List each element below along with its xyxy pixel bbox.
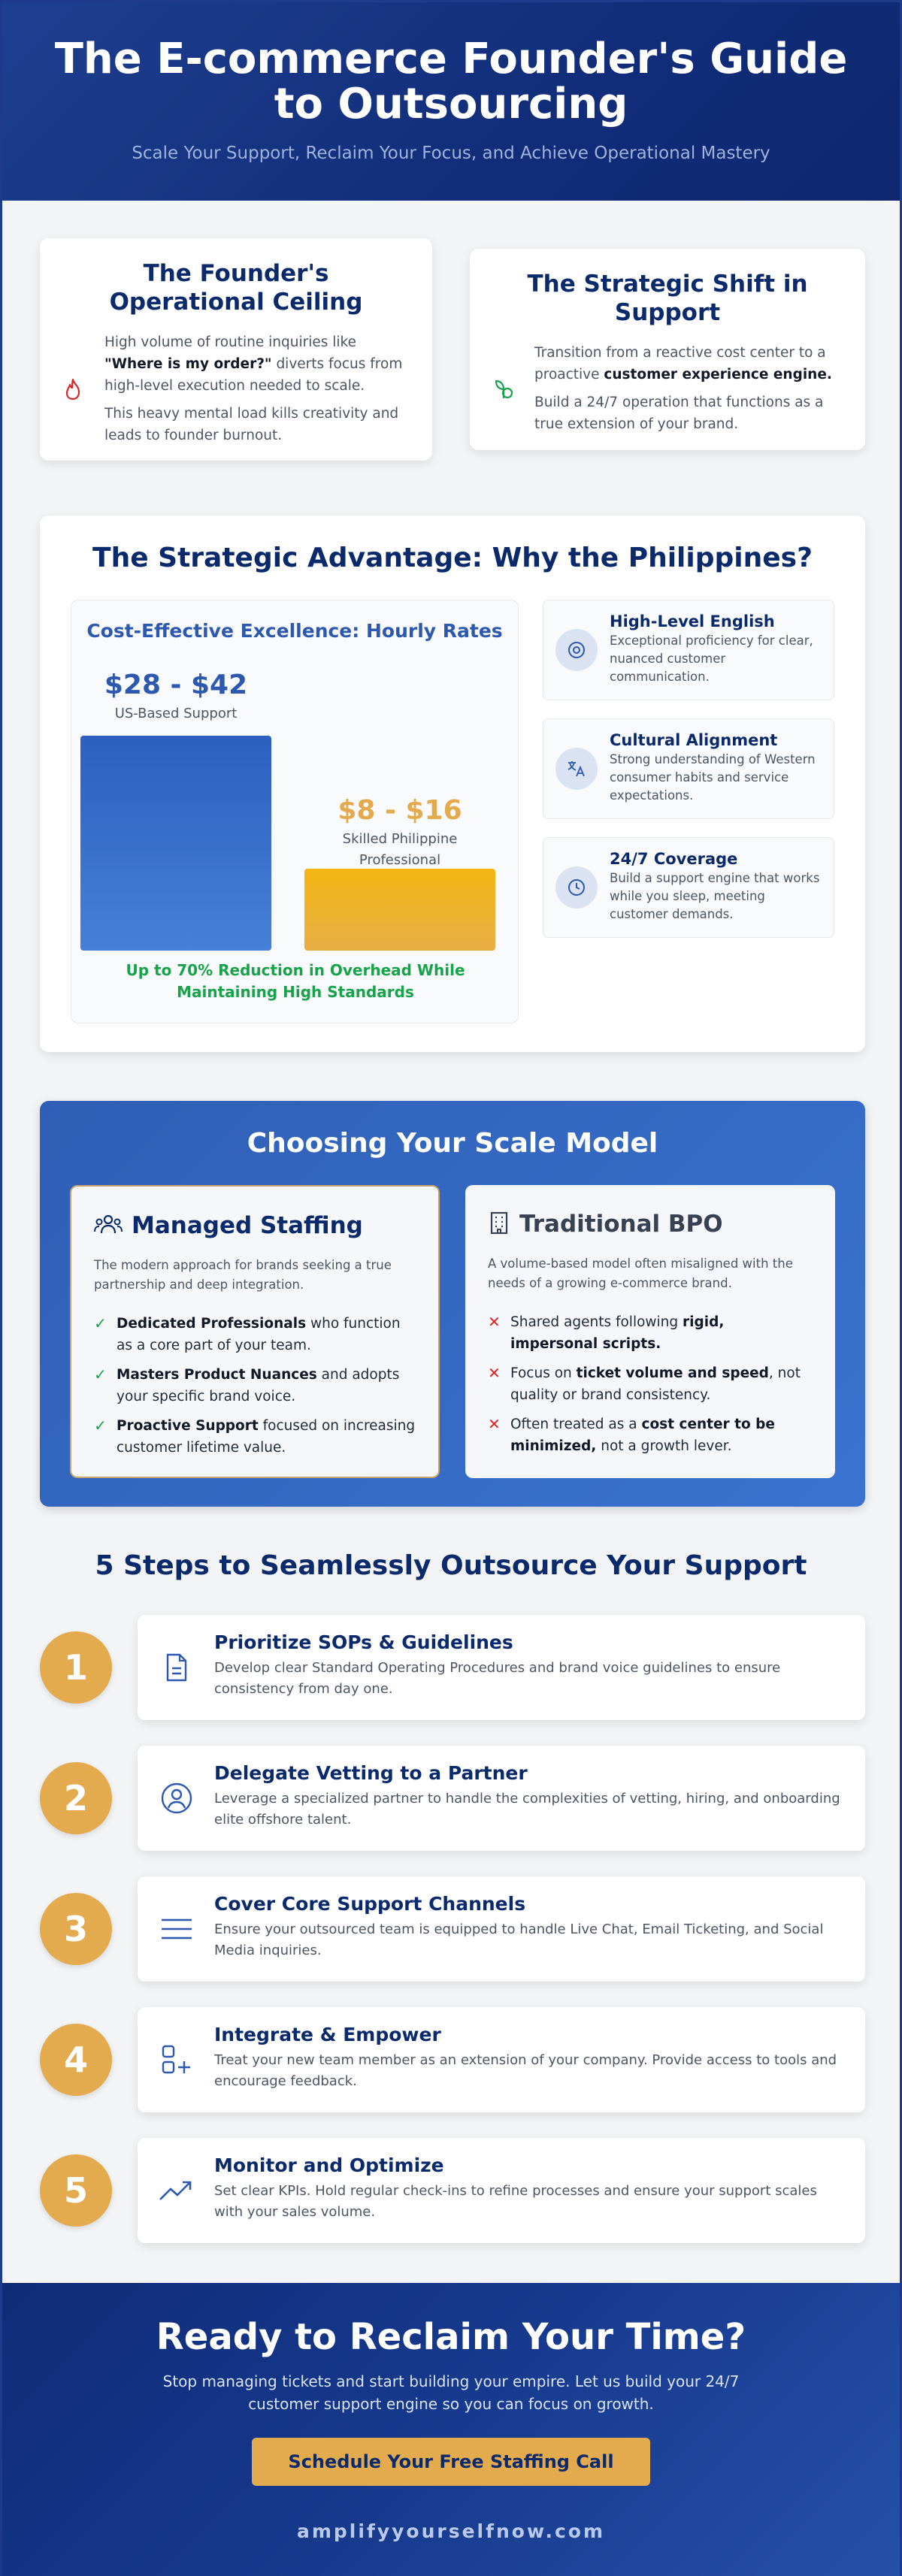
operational-ceiling-text-1: High volume of routine inquiries like "W… — [104, 334, 403, 394]
footer-text: Stop managing tickets and start building… — [162, 2372, 740, 2413]
managed-staffing-title: Managed Staffing — [132, 1212, 363, 1239]
list-item: ✕Often treated as a cost center to be mi… — [488, 1413, 813, 1457]
feature-title: High-Level English — [610, 612, 775, 630]
list-item: ✕Focus on ticket volume and speed, not q… — [488, 1362, 813, 1406]
step-title: Monitor and Optimize — [214, 2154, 444, 2176]
chart-summary: Up to 70% Reduction in Overhead While Ma… — [126, 961, 465, 1001]
hourly-rates-chart: Cost-Effective Excellence: Hourly Rates … — [71, 600, 519, 1023]
list-item: ✓Proactive Support focused on increasing… — [94, 1415, 416, 1459]
step-desc: Develop clear Standard Operating Procedu… — [214, 1660, 781, 1697]
list-item: ✓Masters Product Nuances and adopts your… — [94, 1364, 416, 1407]
add-user-icon — [154, 2037, 199, 2082]
building-icon — [488, 1211, 510, 1238]
page-subtitle: Scale Your Support, Reclaim Your Focus, … — [132, 144, 770, 163]
philippines-title: The Strategic Advantage: Why the Philipp… — [92, 543, 813, 573]
step-title: Integrate & Empower — [214, 2024, 441, 2045]
step-desc: Set clear KPIs. Hold regular check-ins t… — [214, 2183, 817, 2220]
hero-header: The E-commerce Founder's Guide to Outsou… — [2, 2, 900, 201]
managed-staffing-list: ✓Dedicated Professionals who function as… — [94, 1313, 416, 1459]
team-icon — [94, 1213, 123, 1238]
bar-value-label-1: $8 - $16 — [337, 795, 462, 826]
step-desc: Ensure your outsourced team is equipped … — [214, 1921, 824, 1958]
feature-title: 24/7 Coverage — [610, 850, 738, 868]
step-card-1: Prioritize SOPs & Guidelines Develop cle… — [138, 1615, 865, 1720]
strategic-shift-text-1: Transition from a reactive cost center t… — [534, 345, 832, 382]
step-card-3: Cover Core Support Channels Ensure your … — [138, 1876, 865, 1982]
x-icon: ✕ — [488, 1415, 501, 1433]
check-icon: ✓ — [94, 1416, 107, 1435]
operational-ceiling-title: The Founder's Operational Ceiling — [109, 260, 363, 316]
feature-cultural-alignment: Cultural Alignment Strong understanding … — [543, 718, 834, 819]
scale-model-title: Choosing Your Scale Model — [247, 1128, 658, 1159]
plant-icon — [492, 342, 534, 435]
traditional-bpo-card: Traditional BPO A volume-based model oft… — [465, 1185, 835, 1478]
bar-category-label-0: US-Based Support — [115, 706, 238, 721]
x-icon: ✕ — [488, 1364, 501, 1382]
clock-icon — [555, 866, 598, 909]
step-card-5: Monitor and Optimize Set clear KPIs. Hol… — [138, 2138, 865, 2243]
step-title: Cover Core Support Channels — [214, 1893, 526, 1915]
strategic-shift-title: The Strategic Shift in Support — [527, 271, 808, 326]
bar-category-label-1: Skilled Philippine — [343, 831, 458, 847]
philippines-advantage-section: The Strategic Advantage: Why the Philipp… — [40, 516, 865, 1052]
feature-desc: Build a support engine that works while … — [610, 871, 820, 921]
cta-footer: Ready to Reclaim Your Time? Stop managin… — [2, 2283, 900, 2576]
step-number-2: 2 — [40, 1762, 112, 1834]
check-icon: ✓ — [94, 1314, 107, 1332]
fire-icon — [62, 331, 104, 446]
operational-ceiling-text-2: This heavy mental load kills creativity … — [104, 406, 399, 443]
feature-title: Cultural Alignment — [610, 731, 778, 749]
intro-cards: The Founder's Operational Ceiling High v… — [2, 201, 900, 509]
bar-category-label-1: Professional — [359, 852, 440, 868]
chart-title: Cost-Effective Excellence: Hourly Rates — [86, 620, 503, 642]
menu-lines-icon — [154, 1906, 199, 1952]
feature-desc: Strong understanding of Western consumer… — [610, 752, 816, 803]
list-item: ✓Dedicated Professionals who function as… — [94, 1313, 416, 1356]
website-link[interactable]: amplifyyourselfnow.com — [296, 2520, 606, 2542]
footer-title: Ready to Reclaim Your Time? — [156, 2316, 746, 2358]
step-number-1: 1 — [40, 1631, 112, 1704]
step-card-4: Integrate & Empower Treat your new team … — [138, 2007, 865, 2112]
strategic-shift-card: The Strategic Shift in Support Transitio… — [470, 249, 865, 450]
step-desc: Treat your new team member as an extensi… — [214, 2052, 837, 2089]
document-icon — [154, 1645, 199, 1690]
x-icon: ✕ — [488, 1313, 501, 1331]
step-number-5: 5 — [40, 2154, 112, 2227]
page-title: The E-commerce Founder's Guide to Outsou… — [54, 35, 848, 128]
managed-staffing-card: Managed Staffing The modern approach for… — [70, 1185, 440, 1478]
traditional-bpo-desc: A volume-based model often misaligned wi… — [488, 1256, 793, 1290]
feature-247-coverage: 24/7 Coverage Build a support engine tha… — [543, 837, 834, 938]
schedule-call-button[interactable]: Schedule Your Free Staffing Call — [252, 2438, 650, 2486]
step-number-3: 3 — [40, 1893, 112, 1965]
bar-0 — [80, 736, 271, 951]
trending-up-icon — [154, 2168, 199, 2213]
bar-1 — [304, 869, 495, 951]
operational-ceiling-card: The Founder's Operational Ceiling High v… — [40, 238, 432, 461]
scale-model-section: Choosing Your Scale Model Managed Staffi… — [40, 1101, 865, 1507]
target-icon — [555, 629, 598, 671]
step-number-4: 4 — [40, 2024, 112, 2096]
feature-high-level-english: High-Level English Exceptional proficien… — [543, 600, 834, 700]
step-desc: Leverage a specialized partner to handle… — [214, 1791, 840, 1828]
traditional-bpo-title: Traditional BPO — [519, 1211, 723, 1238]
user-circle-icon — [154, 1776, 199, 1821]
step-title: Prioritize SOPs & Guidelines — [214, 1631, 513, 1653]
bar-value-label-0: $28 - $42 — [104, 670, 247, 700]
traditional-bpo-list: ✕Shared agents following rigid, imperson… — [488, 1311, 813, 1457]
managed-staffing-desc: The modern approach for brands seeking a… — [94, 1258, 392, 1292]
strategic-shift-text-2: Build a 24/7 operation that functions as… — [534, 395, 824, 432]
steps-title: 5 Steps to Seamlessly Outsource Your Sup… — [95, 1550, 807, 1581]
check-icon: ✓ — [94, 1365, 107, 1383]
translate-icon — [555, 748, 598, 790]
feature-desc: Exceptional proficiency for clear, nuanc… — [610, 633, 813, 684]
list-item: ✕Shared agents following rigid, imperson… — [488, 1311, 813, 1355]
step-card-2: Delegate Vetting to a Partner Leverage a… — [138, 1746, 865, 1851]
step-title: Delegate Vetting to a Partner — [214, 1762, 528, 1784]
